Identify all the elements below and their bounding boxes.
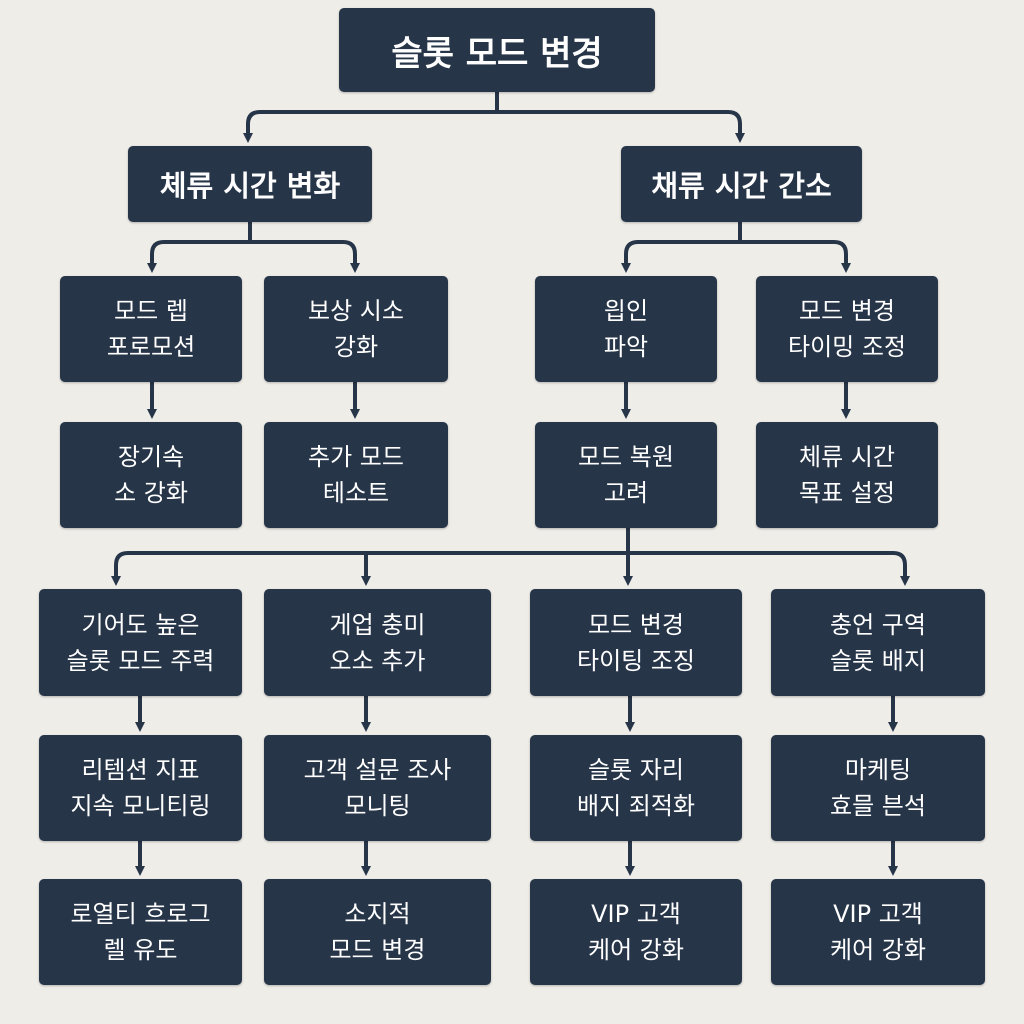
row2-node: 읩인 파악 bbox=[535, 276, 717, 382]
row3-node: 추가 모드 테소트 bbox=[264, 422, 448, 528]
connector-left bbox=[248, 240, 360, 273]
row6-node: VIP 고객 케어 강화 bbox=[530, 879, 742, 985]
row4-node: 충언 구역 슬롯 배지 bbox=[771, 589, 985, 696]
connector-root bbox=[243, 90, 499, 143]
row2-node: 모드 렙 포로모션 bbox=[60, 276, 242, 382]
row6-node: 소지적 모드 변경 bbox=[264, 879, 491, 985]
connector-fanout bbox=[111, 526, 630, 586]
left-branch-node: 체류 시간 변화 bbox=[128, 146, 372, 222]
row6-node: VIP 고객 케어 강화 bbox=[771, 879, 985, 985]
row2-node: 보상 시소 강화 bbox=[264, 276, 448, 382]
row5-node: 고객 설문 조사 모니팅 bbox=[264, 735, 491, 841]
connector-root bbox=[495, 110, 745, 143]
row3-node: 체류 시간 목표 설정 bbox=[756, 422, 938, 528]
root-node: 슬롯 모드 변경 bbox=[339, 8, 655, 92]
row2-node: 모드 변경 타이밍 조정 bbox=[756, 276, 938, 382]
row5-node: 마케팅 효믈 븐석 bbox=[771, 735, 985, 841]
row3-node: 장기속 소 강화 bbox=[60, 422, 242, 528]
row6-node: 로열티 흐로그 렐 유도 bbox=[39, 879, 242, 985]
row4-node: 게업 충미 오소 추가 bbox=[264, 589, 491, 696]
row3-node: 모드 복원 고려 bbox=[535, 422, 717, 528]
right-branch-node: 채류 시간 간소 bbox=[621, 146, 862, 222]
connector-left bbox=[147, 220, 252, 273]
connector-fanout bbox=[626, 551, 910, 586]
row4-node: 기어도 높은 슬롯 모드 주력 bbox=[39, 589, 242, 696]
row5-node: 리템션 지표 지속 모니티링 bbox=[39, 735, 242, 841]
connector-right bbox=[621, 220, 742, 273]
row5-node: 슬롯 자리 배지 죄적화 bbox=[530, 735, 742, 841]
connector-right bbox=[738, 240, 851, 273]
row4-node: 모드 변경 타이팅 조징 bbox=[530, 589, 742, 696]
